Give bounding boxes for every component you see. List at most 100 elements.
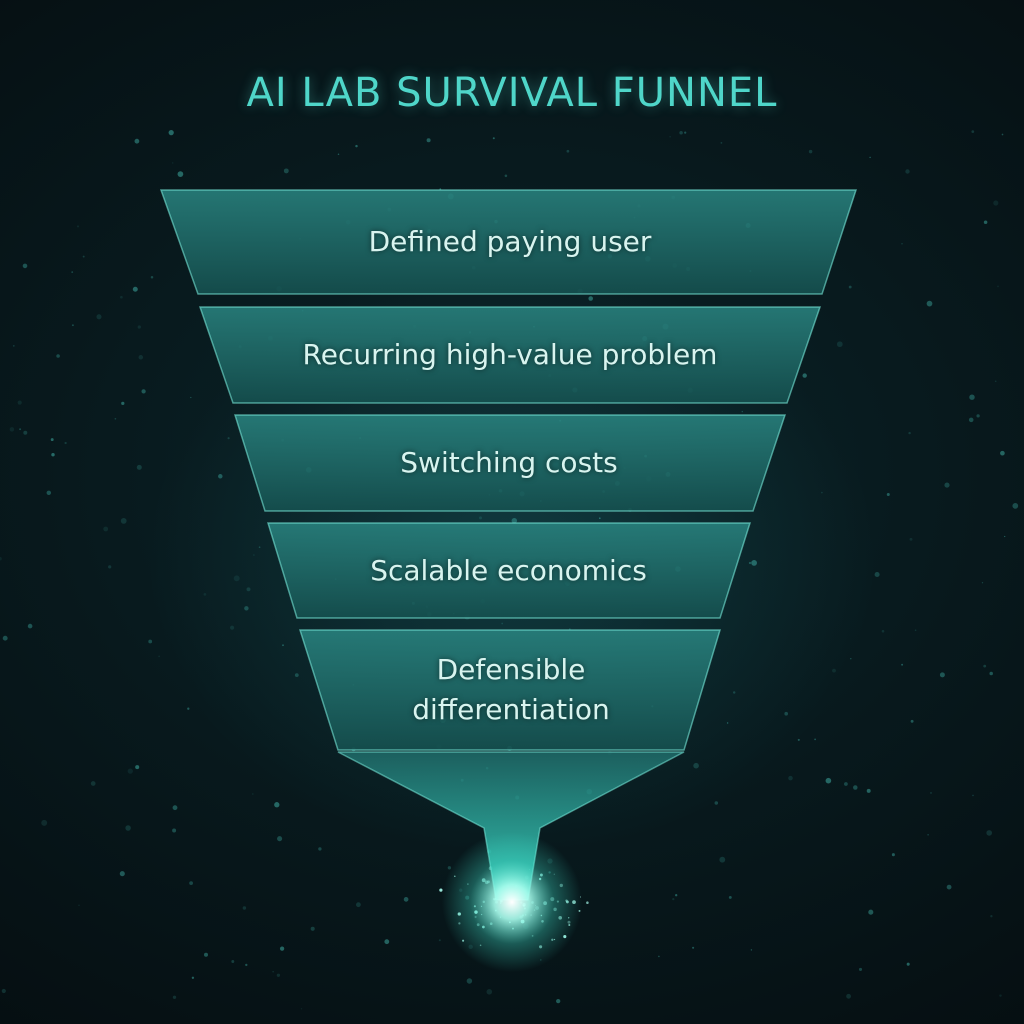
particle xyxy=(0,557,2,561)
particle xyxy=(203,593,207,596)
particle xyxy=(990,915,993,918)
particle xyxy=(909,537,913,541)
particle xyxy=(994,380,997,383)
particle xyxy=(283,168,289,174)
particle xyxy=(96,314,102,320)
particle xyxy=(999,994,1002,997)
particle xyxy=(821,491,823,494)
particle xyxy=(137,325,141,329)
particle xyxy=(866,788,871,793)
particle xyxy=(868,909,874,915)
particle xyxy=(993,200,999,206)
particle xyxy=(492,137,495,140)
funnel-stage-4-label: Scalable economics xyxy=(370,553,647,587)
particle xyxy=(127,768,133,774)
particle xyxy=(187,707,190,710)
particle xyxy=(669,136,671,138)
particle xyxy=(121,401,125,406)
particle xyxy=(46,490,52,496)
particle xyxy=(177,171,184,177)
particle xyxy=(64,441,67,445)
particle xyxy=(874,571,880,578)
particle xyxy=(997,285,999,288)
particle xyxy=(426,138,431,143)
particle xyxy=(282,644,284,647)
particle xyxy=(927,833,929,836)
particle xyxy=(886,492,890,497)
funnel-stage-5-label: Defensible differentiation xyxy=(412,653,610,726)
particle xyxy=(1000,450,1005,456)
particle xyxy=(17,400,22,405)
particle xyxy=(148,639,153,644)
particle xyxy=(968,417,974,423)
particle xyxy=(1,988,6,994)
particle xyxy=(172,828,177,833)
particle xyxy=(276,973,281,977)
particle xyxy=(136,464,142,470)
particle xyxy=(168,129,174,136)
funnel-stage-2-label: Recurring high-value problem xyxy=(302,338,718,371)
particle xyxy=(135,765,140,770)
particle xyxy=(853,785,858,790)
particle xyxy=(12,345,15,347)
particle xyxy=(189,881,193,885)
particle xyxy=(846,993,852,999)
particle xyxy=(972,794,974,797)
particle xyxy=(76,225,80,228)
particle xyxy=(588,296,593,301)
particle xyxy=(714,801,719,805)
particle xyxy=(22,263,28,269)
particle xyxy=(751,560,757,566)
particle xyxy=(191,976,195,979)
particle xyxy=(403,897,409,902)
particle xyxy=(90,781,96,786)
particle xyxy=(71,271,74,273)
particle xyxy=(844,782,848,786)
particle xyxy=(172,805,178,811)
particle xyxy=(19,428,22,431)
particle xyxy=(447,866,452,870)
particle xyxy=(741,410,743,413)
particle xyxy=(274,802,280,808)
particle xyxy=(906,962,910,966)
particle xyxy=(438,939,441,942)
particle xyxy=(905,169,910,174)
particle xyxy=(832,668,836,673)
particle xyxy=(56,354,60,358)
particle xyxy=(272,971,274,973)
particle xyxy=(566,149,570,153)
particle xyxy=(78,904,80,907)
particle xyxy=(675,894,678,897)
particle xyxy=(808,149,813,154)
particle xyxy=(242,906,247,910)
particle xyxy=(294,673,299,678)
particle xyxy=(384,939,390,945)
particle xyxy=(728,895,732,899)
particle xyxy=(836,341,843,348)
particle xyxy=(108,565,112,569)
particle xyxy=(230,625,235,630)
particle xyxy=(848,285,852,289)
particle xyxy=(356,902,361,908)
particle xyxy=(279,946,285,951)
particle xyxy=(971,130,975,133)
particle xyxy=(914,629,917,631)
particle xyxy=(82,255,85,258)
particle xyxy=(720,141,723,144)
particle xyxy=(9,427,15,432)
particle xyxy=(337,153,340,155)
particle xyxy=(203,952,209,957)
particle xyxy=(150,276,154,279)
particle xyxy=(511,517,518,524)
particle xyxy=(939,672,945,678)
particle xyxy=(132,286,138,292)
particle xyxy=(788,775,793,781)
particle xyxy=(930,791,932,794)
particle xyxy=(258,546,261,549)
particle xyxy=(120,518,127,524)
particle xyxy=(141,389,146,394)
particle xyxy=(318,847,322,851)
particle xyxy=(1001,133,1004,136)
particle xyxy=(693,762,699,769)
